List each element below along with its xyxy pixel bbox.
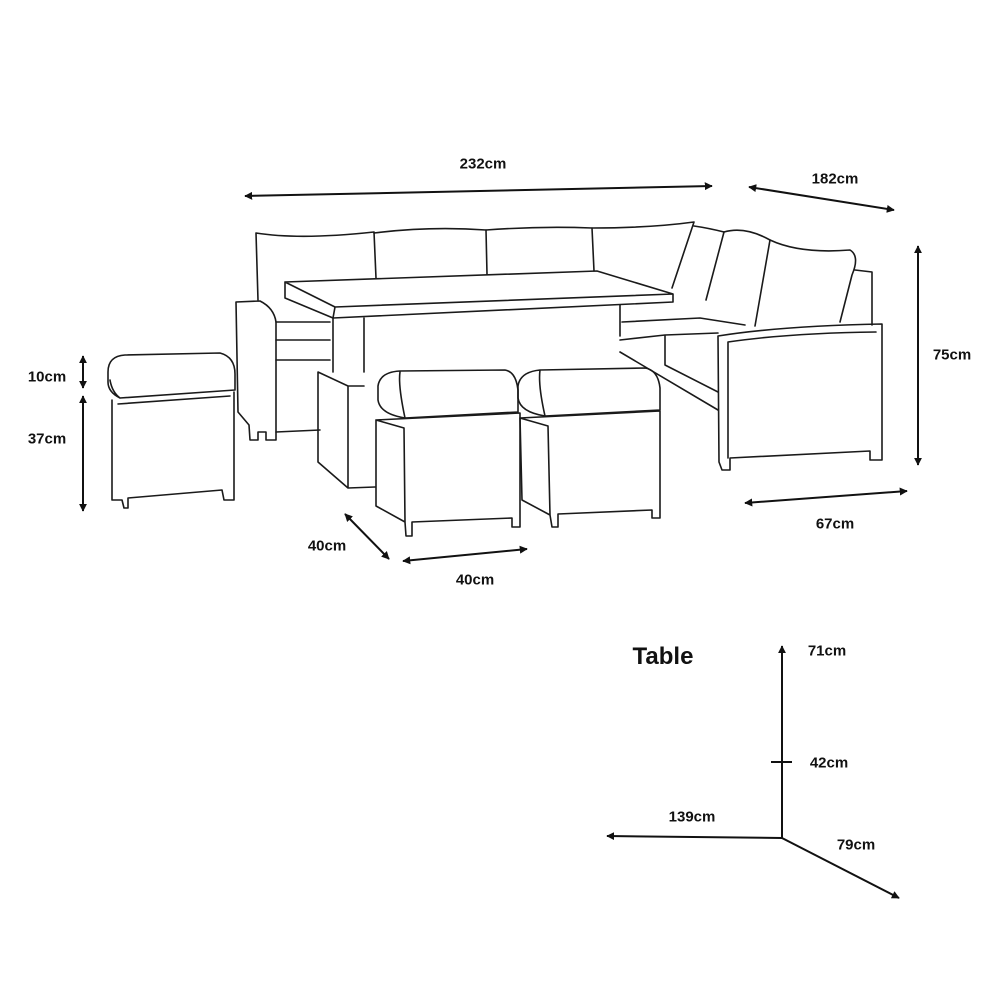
- stool-width-arrow: [402, 545, 528, 565]
- right-seat: [619, 317, 746, 411]
- stool-width-label: 40cm: [455, 571, 495, 589]
- back-cushion-1: [255, 231, 377, 301]
- stool-base-height-label: 37cm: [27, 430, 67, 448]
- back-cushion-7: [769, 239, 857, 323]
- table-base-block: [317, 371, 376, 489]
- right-back-post: [854, 269, 873, 326]
- table-length-axis: [606, 832, 783, 841]
- sofa-height-label: 75cm: [932, 346, 972, 364]
- table-min-height-label: 42cm: [809, 754, 849, 772]
- back-cushion-2: [373, 227, 488, 275]
- cushion-height-label: 10cm: [27, 368, 67, 386]
- corner-sofa: [235, 221, 883, 471]
- table-width-label: 79cm: [836, 836, 876, 854]
- sofa-depth-arrow: [748, 184, 895, 213]
- sofa-depth-label: 182cm: [811, 170, 859, 188]
- back-cushion-4: [591, 221, 695, 289]
- arm-width-label: 67cm: [815, 515, 855, 533]
- stool-front-left: [375, 369, 521, 537]
- table-title: Table: [632, 643, 694, 670]
- dining-table: [284, 270, 674, 489]
- arm-width-arrow: [744, 487, 908, 507]
- stool-front-right: [517, 367, 661, 528]
- left-arm: [235, 300, 277, 441]
- right-arm: [717, 323, 883, 471]
- table-top: [284, 270, 674, 319]
- table-max-height-label: 71cm: [807, 642, 847, 660]
- sofa-length-label: 232cm: [459, 155, 507, 173]
- back-cushion-3: [485, 226, 595, 272]
- stool-depth-arrow: [344, 513, 390, 560]
- dimension-arrows: [79, 182, 922, 899]
- stool-side: [107, 352, 236, 509]
- back-cushion-5: [693, 225, 725, 301]
- table-width-axis: [781, 837, 900, 899]
- left-seat: [275, 321, 331, 433]
- stool-depth-label: 40cm: [307, 537, 347, 555]
- table-pedestal: [332, 304, 621, 373]
- sofa-length-arrow: [244, 182, 713, 200]
- back-cushion-6: [723, 229, 771, 327]
- table-length-label: 139cm: [668, 808, 716, 826]
